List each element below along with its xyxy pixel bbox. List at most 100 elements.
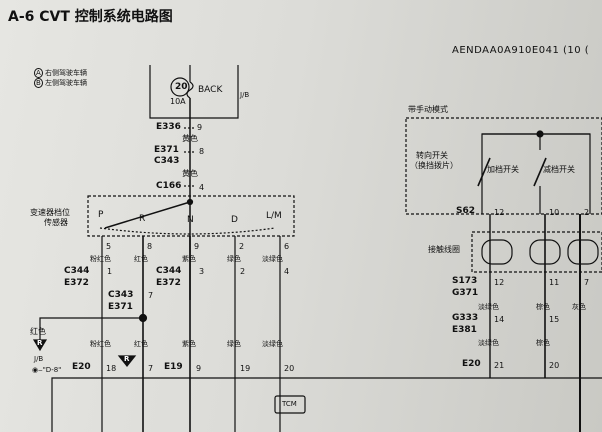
connector-c344-mid-pin-n: 3: [199, 267, 205, 276]
document-code: AENDAA0A910E041 (10 (: [452, 45, 590, 56]
side-ref-text: "D-8": [42, 366, 62, 374]
connector-g371: G371: [452, 288, 479, 298]
connector-c343-lower: C343: [108, 290, 134, 300]
connector-s62: S62: [456, 206, 476, 216]
connector-s62-pin-3: 2: [584, 208, 590, 217]
tcm-box-outline: [51, 377, 602, 432]
wire-color-n-bottom: 紫色: [182, 340, 196, 348]
legend-item-b: B 左侧驾驶车辆: [34, 78, 88, 88]
connector-e19-pin-d: 19: [240, 364, 251, 373]
fuse-name: BACK: [198, 85, 223, 95]
manual-mode-label: 带手动模式: [408, 105, 448, 114]
connector-g333-pin-1: 14: [494, 315, 505, 324]
connector-e381: E381: [452, 325, 477, 335]
wire-color-yellow-2: 黄色: [182, 169, 198, 178]
connector-e20-right: E20: [462, 359, 481, 369]
connector-g333: G333: [452, 313, 479, 323]
legend-item-a: A 右侧驾驶车辆: [34, 68, 88, 78]
wire-color-p-bottom: 粉红色: [90, 340, 111, 348]
connector-e371: E371: [154, 145, 179, 155]
wire-color-p-top: 粉红色: [90, 255, 111, 263]
position-r: R: [139, 214, 146, 224]
fuse-number: 20: [175, 82, 188, 92]
wire-color-lm-top: 淡绿色: [262, 255, 283, 263]
sensor-name-line-1: 变速器档位: [30, 208, 70, 217]
connector-e371-pin: 8: [199, 147, 205, 156]
position-d: D: [231, 215, 238, 225]
wire-color-right-3: 灰色: [572, 303, 586, 311]
fuse-amp: 10A: [170, 97, 186, 106]
downshift-switch-label: 减档开关: [543, 165, 575, 174]
sensor-name-line-2: 传感器: [44, 218, 68, 227]
sensor-pin-d: 2: [239, 242, 245, 251]
connector-e336-pin: 9: [197, 123, 203, 132]
fuse-number-circle: [170, 77, 190, 97]
connector-e20-right-pin-1: 21: [494, 361, 505, 370]
sensor-pin-lm: 6: [284, 242, 290, 251]
side-r-mark: R: [37, 339, 43, 347]
connector-c166: C166: [156, 181, 182, 191]
wire-color-right-2: 棕色: [536, 303, 550, 311]
wire-color-r-top: 红色: [134, 255, 148, 263]
connector-c344-mid-pin-d: 2: [240, 267, 246, 276]
connector-g333-pin-2: 15: [549, 315, 560, 324]
connector-s173: S173: [452, 276, 478, 286]
contact-coil-label: 接触线圈: [428, 245, 460, 254]
eye-icon: ◉: [32, 366, 39, 374]
connector-e19-pin-n: 9: [196, 364, 202, 373]
connector-c344-left: C344: [64, 266, 90, 276]
wire-color-d-bottom: 绿色: [227, 340, 241, 348]
connector-s173-pin-3: 7: [584, 278, 590, 287]
sensor-box: [87, 195, 295, 237]
legend-text-a: 右侧驾驶车辆: [45, 69, 88, 77]
connector-e20-left-pin-p: 18: [106, 364, 117, 373]
connector-e19: E19: [164, 362, 183, 372]
connector-s173-pin-2: 11: [549, 278, 560, 287]
wire-color-right-1: 淡绿色: [478, 303, 499, 311]
junction-box-outline: [149, 65, 239, 119]
shift-switch-name-2: （换挡拨片）: [410, 161, 458, 170]
position-n: N: [187, 215, 194, 225]
connector-e19-pin-lm: 20: [284, 364, 295, 373]
manual-mode-box: [405, 117, 602, 215]
sensor-pin-p: 5: [106, 242, 112, 251]
connector-c343: C343: [154, 156, 180, 166]
mid-r-mark: R: [124, 355, 130, 363]
connector-e336: E336: [156, 122, 181, 132]
connector-s62-pin-2: 10: [549, 208, 560, 217]
fuse-symbol: [186, 81, 194, 99]
legend-mark-b: B: [34, 78, 43, 88]
connector-e20-left-pin-r: 7: [148, 364, 154, 373]
connector-s62-pin-1: 12: [494, 208, 505, 217]
connector-c343-lower-pin: 7: [148, 291, 154, 300]
legend-text-b: 左侧驾驶车辆: [45, 79, 88, 87]
connector-s173-pin-1: 12: [494, 278, 505, 287]
connector-c344-left-pin: 1: [107, 267, 113, 276]
wire-color-n-top: 紫色: [182, 255, 196, 263]
position-lm: L/M: [266, 211, 282, 221]
page-title: A-6 CVT 控制系统电路图: [8, 9, 173, 25]
connector-c344-mid: C344: [156, 266, 182, 276]
tcm-label: TCM: [282, 400, 297, 408]
wire-color-lm-bottom: 淡绿色: [262, 340, 283, 348]
legend-mark-a: A: [34, 68, 43, 78]
sensor-pin-n: 9: [194, 242, 200, 251]
upshift-switch-label: 加档开关: [487, 165, 519, 174]
side-jb-label: J/B: [34, 355, 44, 363]
sensor-pin-r: 8: [147, 242, 153, 251]
connector-e20-right-pin-2: 20: [549, 361, 560, 370]
wire-color-right-4: 淡绿色: [478, 339, 499, 347]
position-p: P: [98, 210, 104, 220]
connector-e20-left: E20: [72, 362, 91, 372]
wire-color-right-5: 棕色: [536, 339, 550, 347]
connector-c344-mid-pin-lm: 4: [284, 267, 290, 276]
side-wire-color: 红色: [30, 327, 46, 336]
shift-switch-name-1: 转向开关: [416, 151, 448, 160]
connector-c166-pin: 4: [199, 183, 205, 192]
connector-e372-mid: E372: [156, 278, 181, 288]
fuse-box-label: J/B: [240, 91, 250, 99]
sensor-wiper: [104, 201, 191, 229]
connector-e372-left: E372: [64, 278, 89, 288]
